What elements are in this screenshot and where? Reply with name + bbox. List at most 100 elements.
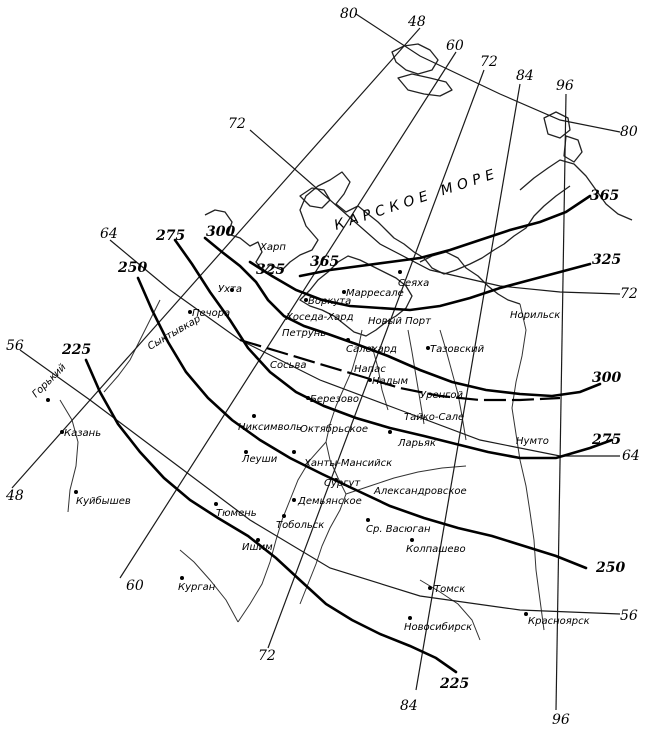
city-dot — [426, 346, 430, 350]
label-lat-80-right: 80 — [620, 124, 638, 140]
isoline-325 — [248, 260, 592, 312]
isoline-labels: 365 325 300 300 275 275 250 250 225 225 … — [61, 188, 625, 692]
parallel-80 — [355, 13, 621, 133]
label-lat-56-left: 56 — [6, 338, 24, 354]
city-dot — [346, 338, 350, 342]
city-dot — [256, 538, 260, 542]
label-lat-72-left: 72 — [228, 116, 246, 132]
island-east-2 — [563, 135, 583, 163]
city-label: Березово — [310, 394, 359, 405]
city-label: Напас — [354, 364, 386, 375]
iso-label-300-left: 300 — [206, 224, 235, 240]
iso-label-275-left: 275 — [155, 228, 185, 244]
iso-label-325-right: 325 — [592, 252, 621, 268]
city-dot — [46, 398, 50, 402]
city-label: Тобольск — [276, 519, 324, 531]
city-label: Ханты-Мансийск — [303, 458, 392, 469]
iso-label-325-mid: 325 — [256, 262, 285, 278]
city-label: Томск — [434, 584, 465, 595]
taimyr-coast — [519, 159, 633, 221]
kara-sea-coast — [204, 171, 571, 275]
city-dot — [292, 450, 296, 454]
label-lon-72-top: 72 — [480, 54, 498, 70]
city-group: Тазовский Сеяха Марресале Воркута Хоседа… — [30, 242, 589, 633]
island-north — [397, 73, 453, 97]
label-lat-80-top: 80 — [340, 6, 358, 22]
city-dot — [388, 430, 392, 434]
meridian-96 — [555, 93, 567, 711]
city-label: Сеяха — [398, 278, 429, 289]
city-label: Красноярск — [528, 616, 590, 627]
iso-label-225-bottom: 225 — [439, 676, 469, 692]
city-label: Курган — [178, 582, 216, 593]
novaya-zemlya — [391, 43, 439, 75]
city-dot — [524, 612, 528, 616]
city-dot — [368, 378, 372, 382]
city-label: Уренгой — [420, 390, 464, 401]
island-east — [543, 111, 571, 139]
city-label: Сыктывкар — [146, 314, 203, 353]
meridian-72 — [267, 69, 485, 649]
city-dot — [306, 396, 310, 400]
city-label: Новосибирск — [404, 621, 472, 633]
irtysh-river — [237, 441, 327, 623]
city-label: Казань — [64, 428, 101, 439]
city-label: Норильск — [510, 310, 560, 321]
isoline-365 — [298, 194, 592, 278]
iso-label-365-right: 365 — [590, 188, 619, 204]
vakh-river — [345, 465, 467, 495]
label-lon-96-top: 96 — [556, 78, 574, 94]
label-lat-64-right: 64 — [622, 448, 640, 464]
city-dot — [188, 310, 192, 314]
graticule — [11, 13, 621, 711]
isoline-300 — [203, 236, 602, 398]
city-dot — [428, 586, 432, 590]
city-dot — [74, 490, 78, 494]
city-label: Демьянское — [297, 496, 362, 507]
city-label: Ишим — [242, 542, 273, 553]
city-label: Сургут — [324, 478, 361, 489]
city-dot — [366, 518, 370, 522]
meridian-60 — [119, 51, 457, 579]
city-label: Хоседа-Хард — [285, 312, 354, 323]
city-dot — [252, 414, 256, 418]
city-label: Воркута — [308, 296, 351, 307]
iso-label-250-right: 250 — [595, 560, 625, 576]
gydan-coast — [419, 251, 521, 305]
iso-label-225-left: 225 — [61, 342, 91, 358]
city-label: Харп — [259, 242, 286, 253]
isoline-225 — [84, 358, 458, 674]
yamal-peninsula — [299, 255, 413, 337]
city-label: Петрунь — [282, 328, 326, 339]
city-label: Ср. Васюган — [366, 524, 431, 535]
city-dot — [304, 298, 308, 302]
iso-label-250-left: 250 — [117, 260, 147, 276]
city-dot — [230, 288, 234, 292]
label-lon-60-top: 60 — [446, 38, 464, 54]
tobol-river — [179, 549, 239, 623]
label-lat-72-right: 72 — [620, 286, 638, 302]
parallel-72 — [249, 129, 621, 295]
parallel-56 — [19, 349, 621, 615]
grid-labels: 80 48 60 72 84 96 80 72 72 64 64 56 56 4… — [5, 6, 640, 728]
meridian-48 — [11, 27, 421, 489]
city-dot — [60, 430, 64, 434]
label-lat-56-right: 56 — [620, 608, 638, 624]
city-dot — [180, 576, 184, 580]
label-lon-48-top: 48 — [407, 14, 426, 30]
city-label: Надым — [372, 376, 408, 387]
city-label: Куйбышев — [76, 495, 131, 507]
city-label: Марресале — [346, 288, 404, 299]
isoline-250 — [136, 276, 588, 570]
sea-label: КАРСКОЕ МОРЕ — [332, 165, 501, 233]
city-label: Колпашево — [406, 544, 466, 555]
ob-river — [299, 329, 363, 605]
city-dot — [410, 538, 414, 542]
city-label: Ухта — [218, 284, 242, 295]
city-label: Леуши — [241, 454, 278, 465]
pur-river — [407, 329, 425, 425]
label-lat-64-left: 64 — [100, 226, 118, 242]
city-label: Тайко-Сале — [404, 412, 464, 423]
